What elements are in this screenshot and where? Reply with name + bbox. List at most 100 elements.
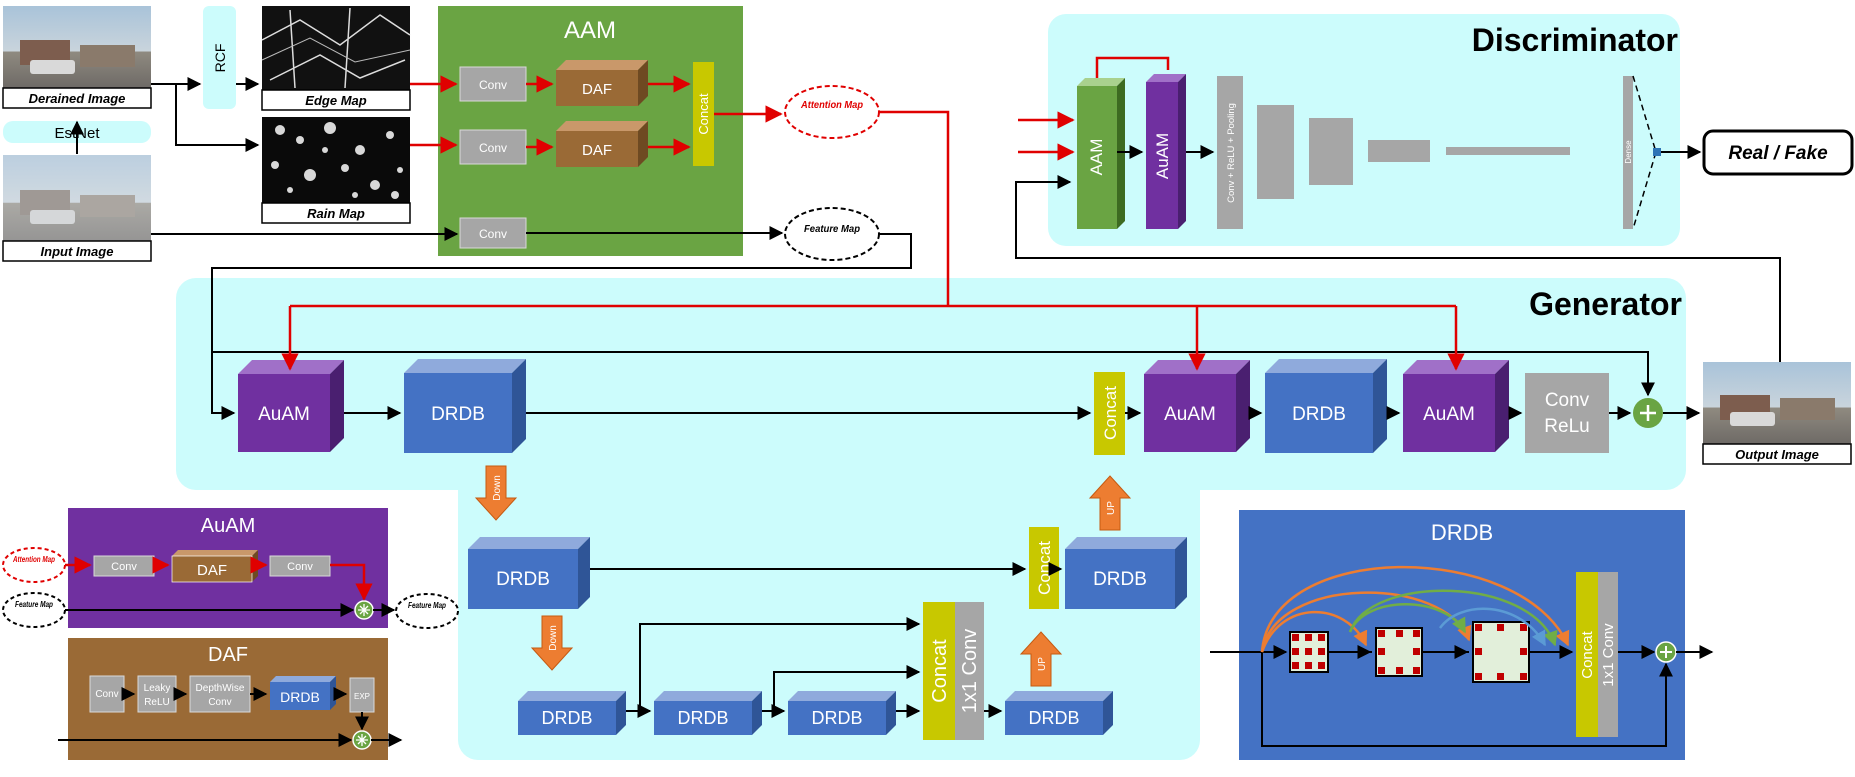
- drdb-skip-arcs: [1260, 565, 1570, 653]
- auam-detail-daf: DAF: [171, 550, 258, 583]
- gen-drdb-mid-right: DRDB: [1065, 537, 1187, 609]
- daf-detail-exp: EXP: [349, 677, 375, 713]
- svg-text:Conv + ReLU + Pooling: Conv + ReLU + Pooling: [1226, 103, 1237, 203]
- svg-text:Feature Map: Feature Map: [804, 224, 860, 235]
- auam-detail-conv-2: Conv: [269, 555, 331, 577]
- rcf-box: [203, 6, 236, 109]
- disc-output-node: [1653, 148, 1661, 156]
- disc-conv-relu-pooling: Conv + ReLU + Pooling: [1217, 76, 1243, 229]
- svg-text:Leaky: Leaky: [144, 683, 171, 694]
- disc-aam-block: AAM: [1077, 78, 1125, 229]
- svg-text:Conv: Conv: [1545, 390, 1590, 411]
- drdb-detail-1x1-conv: 1x1 Conv: [1598, 572, 1618, 737]
- edge-map-image: Edge Map: [261, 6, 411, 111]
- svg-text:DRDB: DRDB: [1028, 708, 1079, 728]
- gen-add-node: [1633, 398, 1663, 428]
- auam-detail-feature-map-out: Feature Map: [395, 593, 459, 629]
- input-image-label: Input Image: [41, 244, 114, 259]
- svg-text:Conv: Conv: [479, 78, 507, 92]
- svg-text:Conv: Conv: [95, 689, 118, 700]
- drdb-detail-concat: Concat: [1576, 572, 1598, 737]
- svg-text:Attention Map: Attention Map: [800, 100, 863, 111]
- gen-auam-3: AuAM: [1403, 360, 1509, 452]
- svg-text:Concat: Concat: [1035, 541, 1054, 595]
- rain-map-image: Rain Map: [261, 117, 411, 224]
- drdb-detail-unit-2: [1375, 627, 1423, 677]
- daf-detail-conv: Conv: [89, 675, 125, 713]
- output-image: Output Image: [1702, 362, 1852, 465]
- down-arrow-1: Down: [474, 465, 518, 521]
- edge-map-label: Edge Map: [305, 93, 366, 108]
- dense-to-output-lines: [1632, 75, 1657, 230]
- aam-daf-2: DAF: [556, 121, 648, 167]
- svg-text:Attention Map: Attention Map: [12, 555, 55, 564]
- svg-text:DRDB: DRDB: [431, 404, 485, 425]
- svg-text:Down: Down: [492, 475, 503, 501]
- svg-text:DRDB: DRDB: [280, 689, 320, 705]
- input-image: Input Image: [2, 155, 152, 262]
- daf-detail-drdb: DRDB: [270, 676, 336, 710]
- svg-text:DepthWise: DepthWise: [196, 683, 245, 694]
- black-connectors: [58, 77, 1781, 747]
- svg-text:DAF: DAF: [582, 81, 612, 98]
- generator-title: Generator: [1529, 286, 1682, 322]
- svg-text:DRDB: DRDB: [677, 708, 728, 728]
- auam-detail-multiply-node: [354, 600, 374, 620]
- aam-title: AAM: [564, 17, 616, 44]
- feature-map-ellipse: Feature Map: [784, 207, 880, 261]
- daf-detail-title: DAF: [208, 644, 248, 666]
- aam-conv-2: Conv: [459, 129, 527, 165]
- aam-conv-3: Conv: [459, 217, 527, 249]
- svg-text:UP: UP: [1037, 657, 1048, 671]
- svg-text:DAF: DAF: [197, 562, 227, 579]
- red-connectors: [65, 56, 1465, 601]
- real-fake-box: Real / Fake: [1702, 129, 1854, 176]
- gen-auam-2: AuAM: [1144, 360, 1250, 452]
- svg-text:AuAM: AuAM: [1153, 133, 1172, 179]
- disc-layer-1: [1257, 105, 1294, 199]
- svg-text:Conv: Conv: [479, 141, 507, 155]
- svg-text:Concat: Concat: [929, 639, 951, 703]
- disc-layer-4: [1446, 147, 1570, 155]
- aam-conv-1: Conv: [459, 66, 527, 102]
- down-arrow-2: Down: [530, 615, 574, 671]
- svg-text:Conv: Conv: [287, 561, 313, 573]
- svg-text:Concat: Concat: [1101, 386, 1120, 440]
- svg-text:Concat: Concat: [696, 93, 711, 135]
- svg-text:Feature Map: Feature Map: [15, 600, 53, 609]
- disc-auam-block: AuAM: [1146, 74, 1186, 229]
- disc-layer-3: [1368, 140, 1430, 162]
- gen-drdb-bottom-2: DRDB: [654, 691, 762, 735]
- svg-text:DRDB: DRDB: [541, 708, 592, 728]
- discriminator-panel: [1048, 14, 1680, 246]
- svg-text:1x1 Conv: 1x1 Conv: [959, 629, 981, 714]
- svg-text:Down: Down: [548, 625, 559, 651]
- svg-text:AuAM: AuAM: [258, 404, 310, 425]
- gen-drdb-bottom-4: DRDB: [1005, 691, 1113, 735]
- drdb-detail-unit-3: [1472, 621, 1530, 683]
- svg-text:UP: UP: [1106, 501, 1117, 515]
- svg-text:Conv: Conv: [208, 697, 231, 708]
- up-arrow-1: UP: [1088, 475, 1132, 531]
- svg-text:DRDB: DRDB: [1292, 404, 1346, 425]
- aam-concat: Concat: [693, 62, 714, 166]
- svg-text:EXP: EXP: [354, 692, 370, 701]
- svg-text:Conv: Conv: [479, 227, 507, 241]
- gen-conv-relu: Conv ReLu: [1525, 373, 1609, 453]
- aam-daf-1: DAF: [556, 60, 648, 106]
- svg-text:1x1 Conv: 1x1 Conv: [1600, 623, 1617, 687]
- rcf-label: RCF: [212, 44, 228, 73]
- svg-text:ReLU: ReLU: [144, 697, 170, 708]
- svg-text:Dense: Dense: [1624, 140, 1633, 164]
- output-image-label: Output Image: [1735, 447, 1819, 462]
- svg-text:DRDB: DRDB: [496, 569, 550, 590]
- svg-text:AuAM: AuAM: [1164, 404, 1216, 425]
- svg-text:DRDB: DRDB: [811, 708, 862, 728]
- gen-auam-1: AuAM: [238, 360, 344, 452]
- discriminator-title: Discriminator: [1472, 22, 1678, 58]
- attention-map-ellipse: Attention Map: [784, 85, 880, 139]
- derained-image: Derained Image: [2, 6, 152, 109]
